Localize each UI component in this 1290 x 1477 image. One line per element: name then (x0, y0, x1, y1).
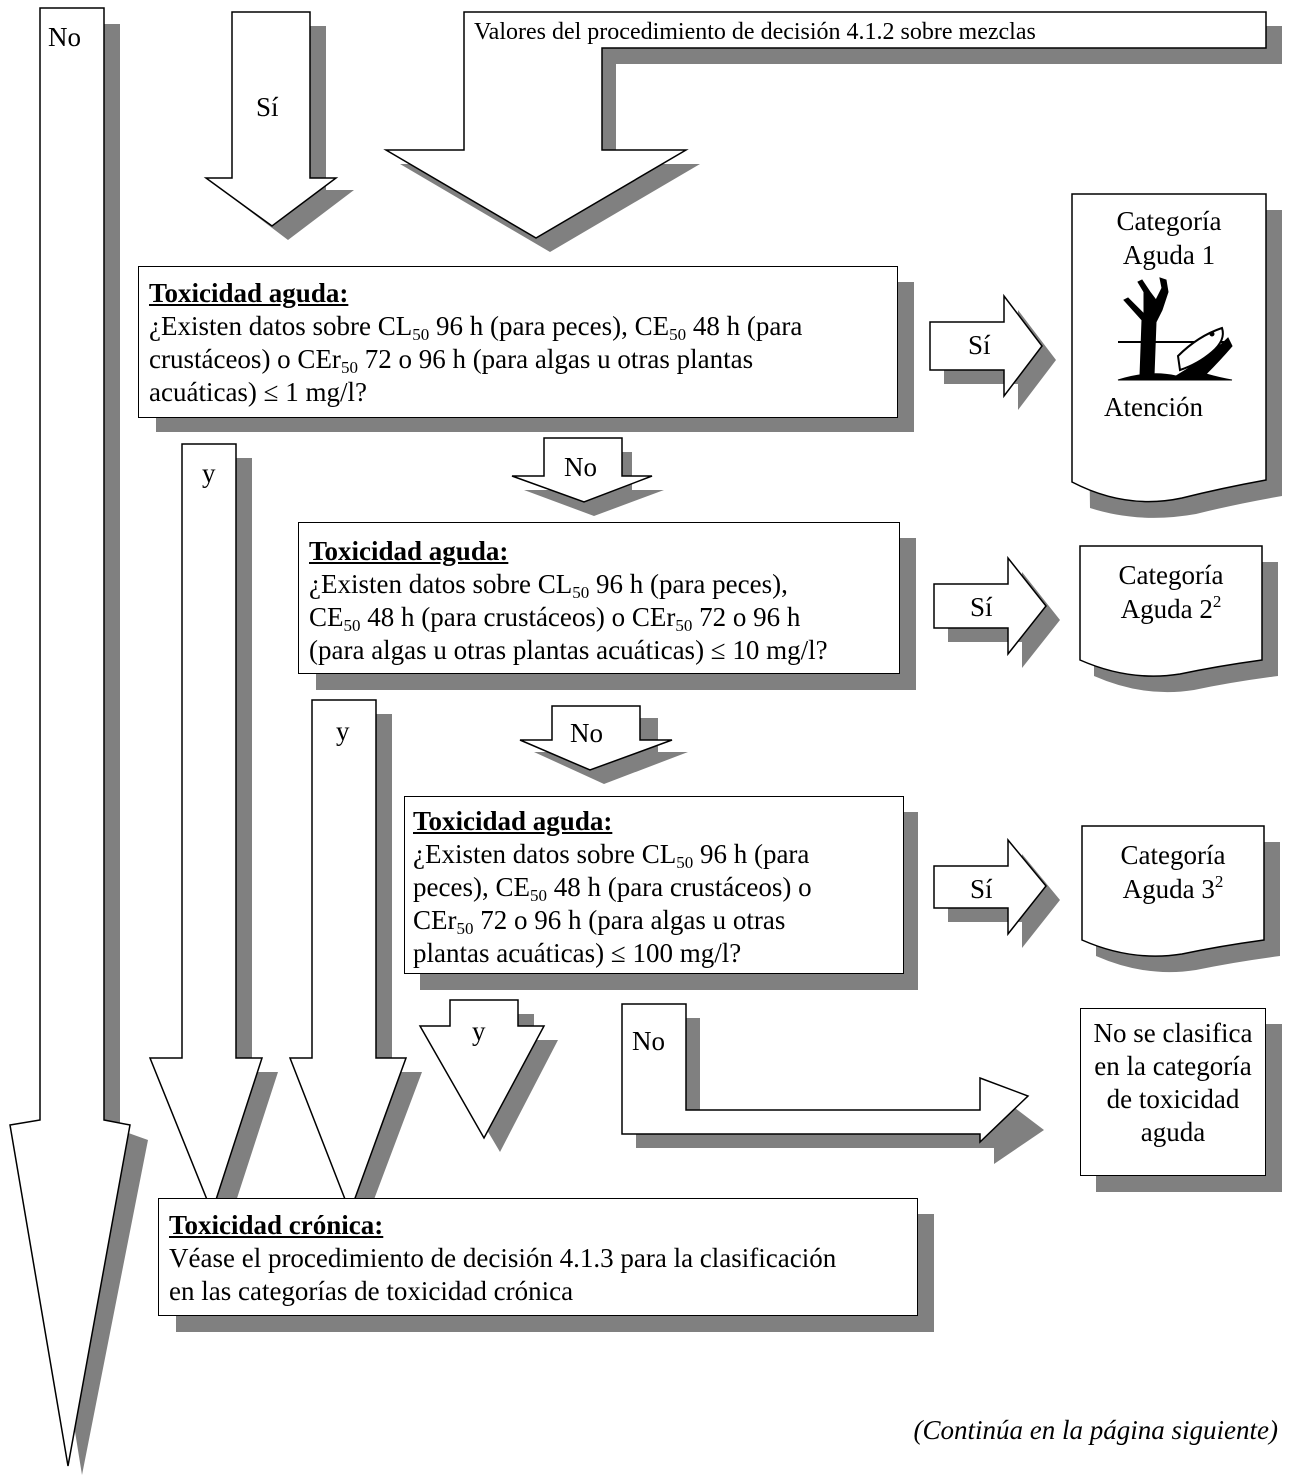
mixtures-note: Valores del procedimiento de decisión 4.… (474, 19, 1036, 45)
step3-no-arrow (621, 1003, 1044, 1164)
step1-header: Toxicidad aguda: (149, 278, 349, 308)
step1-line-2: crustáceos) o CEr50 72 o 96 h (para alga… (149, 344, 754, 377)
step3-line-2: peces), CE50 48 h (para crustáceos) o (413, 872, 812, 905)
step1-yes-label: Sí (968, 330, 991, 360)
step2-header: Toxicidad aguda: (309, 536, 509, 566)
environment-hazard-icon (1117, 277, 1233, 381)
step1-line-3: acuáticas) ≤ 1 mg/l? (149, 377, 367, 407)
step3-yes-arrow (933, 837, 1060, 948)
step3-line-1: ¿Existen datos sobre CL50 96 h (para (413, 839, 810, 872)
step1-no-label: No (564, 452, 597, 482)
step2-and-arrow (288, 699, 422, 1226)
category-aguda-2-title: Categoría Aguda 22 (1118, 560, 1224, 624)
chronic-toxicity-box: Toxicidad crónica: Véase el procedimient… (158, 1198, 918, 1316)
step1-question-box: Toxicidad aguda: ¿Existen datos sobre CL… (138, 266, 898, 418)
category-aguda-1-title: Categoría Aguda 1 (1116, 206, 1222, 270)
yes-arrow-top (203, 11, 354, 240)
step3-and-label: y (472, 1016, 486, 1046)
step1-no-arrow (511, 437, 664, 516)
category-aguda-2-shape (1079, 545, 1278, 693)
step2-no-label: No (570, 718, 603, 748)
step2-yes-arrow (933, 555, 1060, 668)
step1-and-arrow (148, 443, 278, 1226)
no-arrow-main (9, 7, 148, 1475)
step2-line-2: CE50 48 h (para crustáceos) o CEr50 72 o… (309, 602, 801, 635)
chronic-line-1: Véase el procedimiento de decisión 4.1.3… (169, 1243, 837, 1273)
step1-and-label: y (202, 458, 216, 488)
step3-and-arrow (418, 999, 558, 1152)
step1-line-1: ¿Existen datos sobre CL50 96 h (para pec… (149, 311, 803, 344)
step2-question-box: Toxicidad aguda: ¿Existen datos sobre CL… (298, 522, 900, 674)
not-classified-box: No se clasifica en la categoría de toxic… (1080, 1008, 1266, 1176)
no-arrow-main-label: No (48, 22, 81, 52)
step3-line-3: CEr50 72 o 96 h (para algas u otras (413, 905, 786, 938)
mixtures-arrow (383, 11, 1282, 252)
chronic-line-2: en las categorías de toxicidad crónica (169, 1276, 574, 1306)
step2-no-arrow (519, 705, 688, 784)
category-aguda-3-shape (1081, 825, 1280, 973)
step2-and-label: y (336, 716, 350, 746)
step3-no-label: No (632, 1026, 665, 1056)
step2-line-3: (para algas u otras plantas acuáticas) ≤… (309, 635, 828, 665)
chronic-header: Toxicidad crónica: (169, 1210, 384, 1240)
yes-arrow-top-label: Sí (256, 92, 279, 122)
step1-yes-arrow (929, 293, 1056, 410)
step3-yes-label: Sí (970, 874, 993, 904)
continues-note: (Continúa en la página siguiente) (913, 1415, 1278, 1445)
step2-yes-label: Sí (970, 592, 993, 622)
step2-line-1: ¿Existen datos sobre CL50 96 h (para pec… (309, 569, 788, 602)
step3-question-box: Toxicidad aguda: ¿Existen datos sobre CL… (404, 796, 904, 974)
category-aguda-1-signal: Atención (1104, 392, 1203, 422)
step3-line-4: plantas acuáticas) ≤ 100 mg/l? (413, 938, 742, 968)
category-aguda-3-title: Categoría Aguda 32 (1120, 840, 1226, 904)
step3-header: Toxicidad aguda: (413, 806, 613, 836)
